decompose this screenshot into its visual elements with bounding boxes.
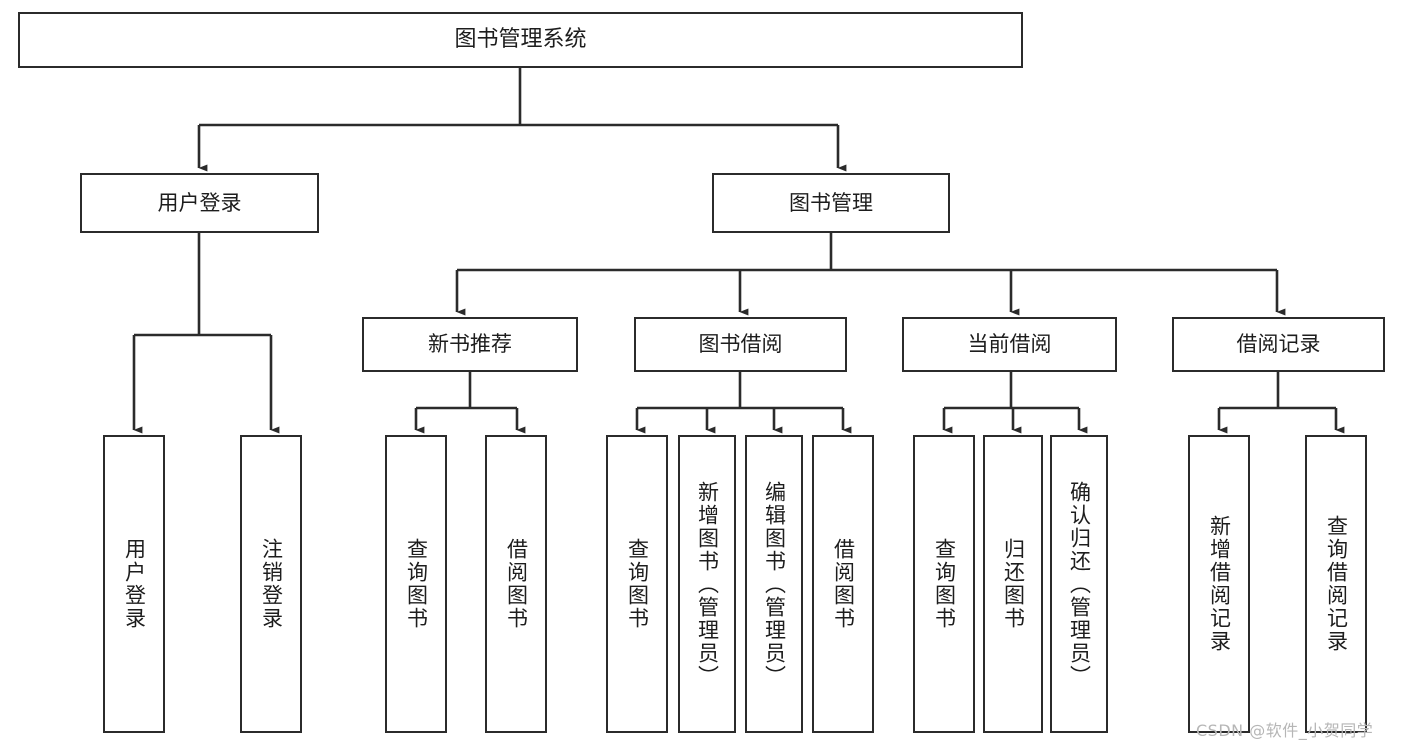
node-new-book-recommend[interactable]: 新书推荐: [362, 317, 578, 372]
leaf-query-book-recommend-label: 查询图书: [404, 538, 429, 630]
leaf-add-borrow-record[interactable]: 新增借阅记录: [1188, 435, 1250, 733]
leaf-query-book-current[interactable]: 查询图书: [913, 435, 975, 733]
leaf-edit-book-admin-label: 编辑图书（管理员）: [762, 480, 787, 688]
node-current-borrow-label: 当前借阅: [967, 332, 1052, 357]
node-new-book-recommend-label: 新书推荐: [428, 332, 512, 357]
leaf-query-book-current-label: 查询图书: [932, 538, 957, 630]
node-root[interactable]: 图书管理系统: [18, 12, 1023, 68]
leaf-borrow-book[interactable]: 借阅图书: [812, 435, 874, 733]
leaf-add-book-admin-label: 新增图书（管理员）: [695, 480, 720, 688]
leaf-edit-book-admin[interactable]: 编辑图书（管理员）: [745, 435, 803, 733]
leaf-borrow-book-label: 借阅图书: [831, 538, 856, 630]
leaf-query-book-recommend[interactable]: 查询图书: [385, 435, 447, 733]
node-book-manage[interactable]: 图书管理: [712, 173, 950, 233]
leaf-query-borrow-record-label: 查询借阅记录: [1324, 515, 1349, 653]
node-borrow-record[interactable]: 借阅记录: [1172, 317, 1385, 372]
leaf-add-book-admin[interactable]: 新增图书（管理员）: [678, 435, 736, 733]
leaf-user-logout[interactable]: 注销登录: [240, 435, 302, 733]
leaf-query-borrow-record[interactable]: 查询借阅记录: [1305, 435, 1367, 733]
node-root-label: 图书管理系统: [454, 27, 587, 53]
node-user-login-label: 用户登录: [157, 190, 242, 215]
node-book-borrow[interactable]: 图书借阅: [634, 317, 847, 372]
leaf-borrow-book-recommend[interactable]: 借阅图书: [485, 435, 547, 733]
node-current-borrow[interactable]: 当前借阅: [902, 317, 1117, 372]
leaf-borrow-book-recommend-label: 借阅图书: [504, 538, 529, 630]
leaf-confirm-return-admin-label: 确认归还（管理员）: [1067, 480, 1092, 688]
leaf-add-borrow-record-label: 新增借阅记录: [1207, 515, 1232, 653]
leaf-query-book-borrow-label: 查询图书: [625, 538, 650, 630]
node-borrow-record-label: 借阅记录: [1236, 332, 1321, 357]
leaf-return-book-label: 归还图书: [1001, 538, 1026, 630]
leaf-user-login-label: 用户登录: [122, 538, 147, 630]
node-user-login[interactable]: 用户登录: [80, 173, 319, 233]
leaf-user-logout-label: 注销登录: [259, 538, 284, 630]
leaf-user-login[interactable]: 用户登录: [103, 435, 165, 733]
leaf-return-book[interactable]: 归还图书: [983, 435, 1043, 733]
node-book-manage-label: 图书管理: [789, 190, 873, 215]
leaf-confirm-return-admin[interactable]: 确认归还（管理员）: [1050, 435, 1108, 733]
node-book-borrow-label: 图书借阅: [698, 332, 783, 357]
leaf-query-book-borrow[interactable]: 查询图书: [606, 435, 668, 733]
watermark-csdn: CSDN @软件_小贺同学: [1196, 721, 1374, 740]
